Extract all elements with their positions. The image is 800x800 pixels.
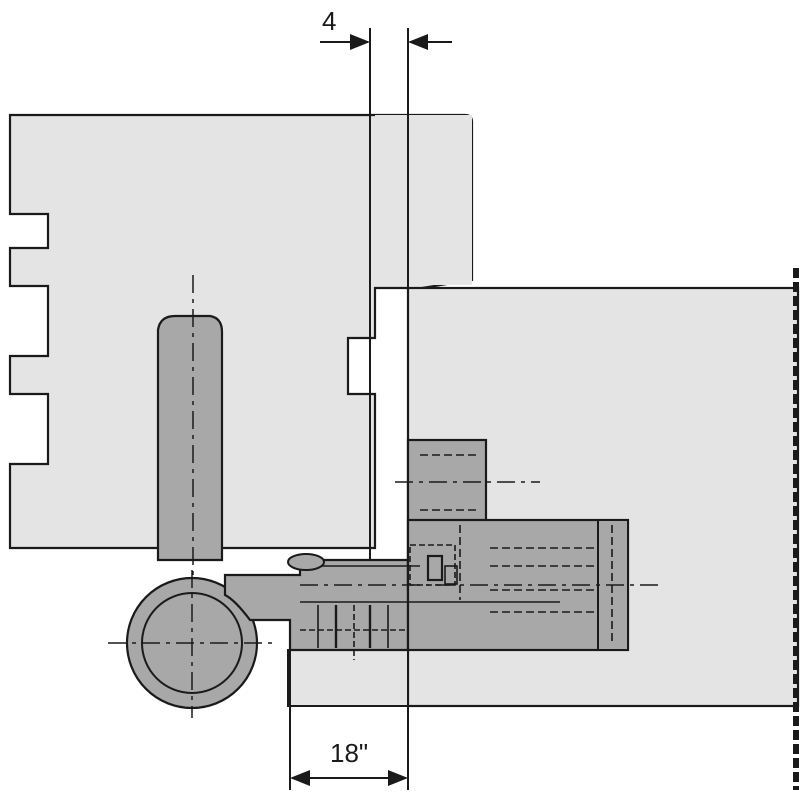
frame-lower-strip: [287, 649, 409, 707]
hinge-internal-details: [300, 454, 660, 660]
bottom-offset-dimension: 18": [330, 738, 368, 768]
hinge-door-leaf: [156, 314, 224, 562]
door-edge-strip: [375, 115, 472, 285]
adjustment-screw: [287, 553, 325, 571]
top-gap-dimension: 4: [322, 6, 336, 36]
